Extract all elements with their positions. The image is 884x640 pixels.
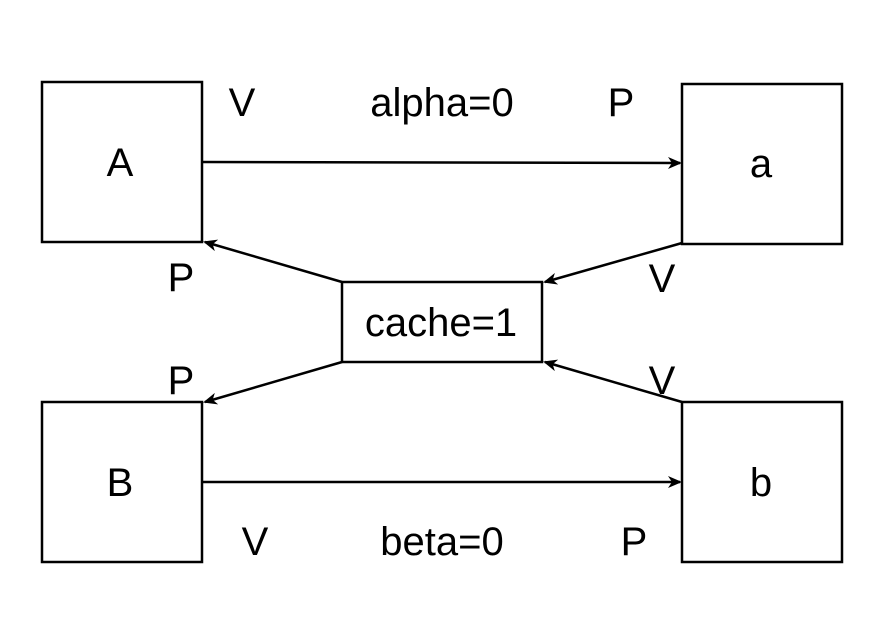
edge-A-to-a — [201, 156, 682, 169]
port-label-mid-upper-left: P — [168, 256, 195, 300]
port-label-top-left: V — [229, 81, 256, 125]
node-A-box — [40, 80, 204, 244]
node-B-label: B — [107, 461, 134, 505]
cache-box — [340, 280, 544, 364]
edge-b-to-cache — [543, 359, 683, 404]
edge-cache-to-B — [203, 360, 343, 405]
edge-label-beta: beta=0 — [380, 520, 503, 564]
cache-label: cache=1 — [365, 301, 517, 345]
node-b-label: b — [750, 461, 772, 505]
port-label-mid-lower-left: P — [168, 359, 195, 403]
edge-a-to-cache — [543, 241, 683, 285]
node-b-box — [680, 400, 844, 564]
port-label-bottom-left: V — [242, 520, 269, 564]
node-A-label: A — [107, 141, 134, 185]
node-B-box — [40, 400, 204, 564]
node-a-box — [680, 82, 844, 246]
node-a-label: a — [750, 142, 773, 186]
port-label-top-right: P — [608, 81, 635, 125]
port-label-mid-upper-right: V — [649, 257, 676, 301]
edge-cache-to-A — [203, 239, 343, 284]
edge-label-alpha: alpha=0 — [370, 81, 513, 125]
port-label-bottom-right: P — [621, 520, 648, 564]
port-label-mid-lower-right: V — [649, 359, 676, 403]
